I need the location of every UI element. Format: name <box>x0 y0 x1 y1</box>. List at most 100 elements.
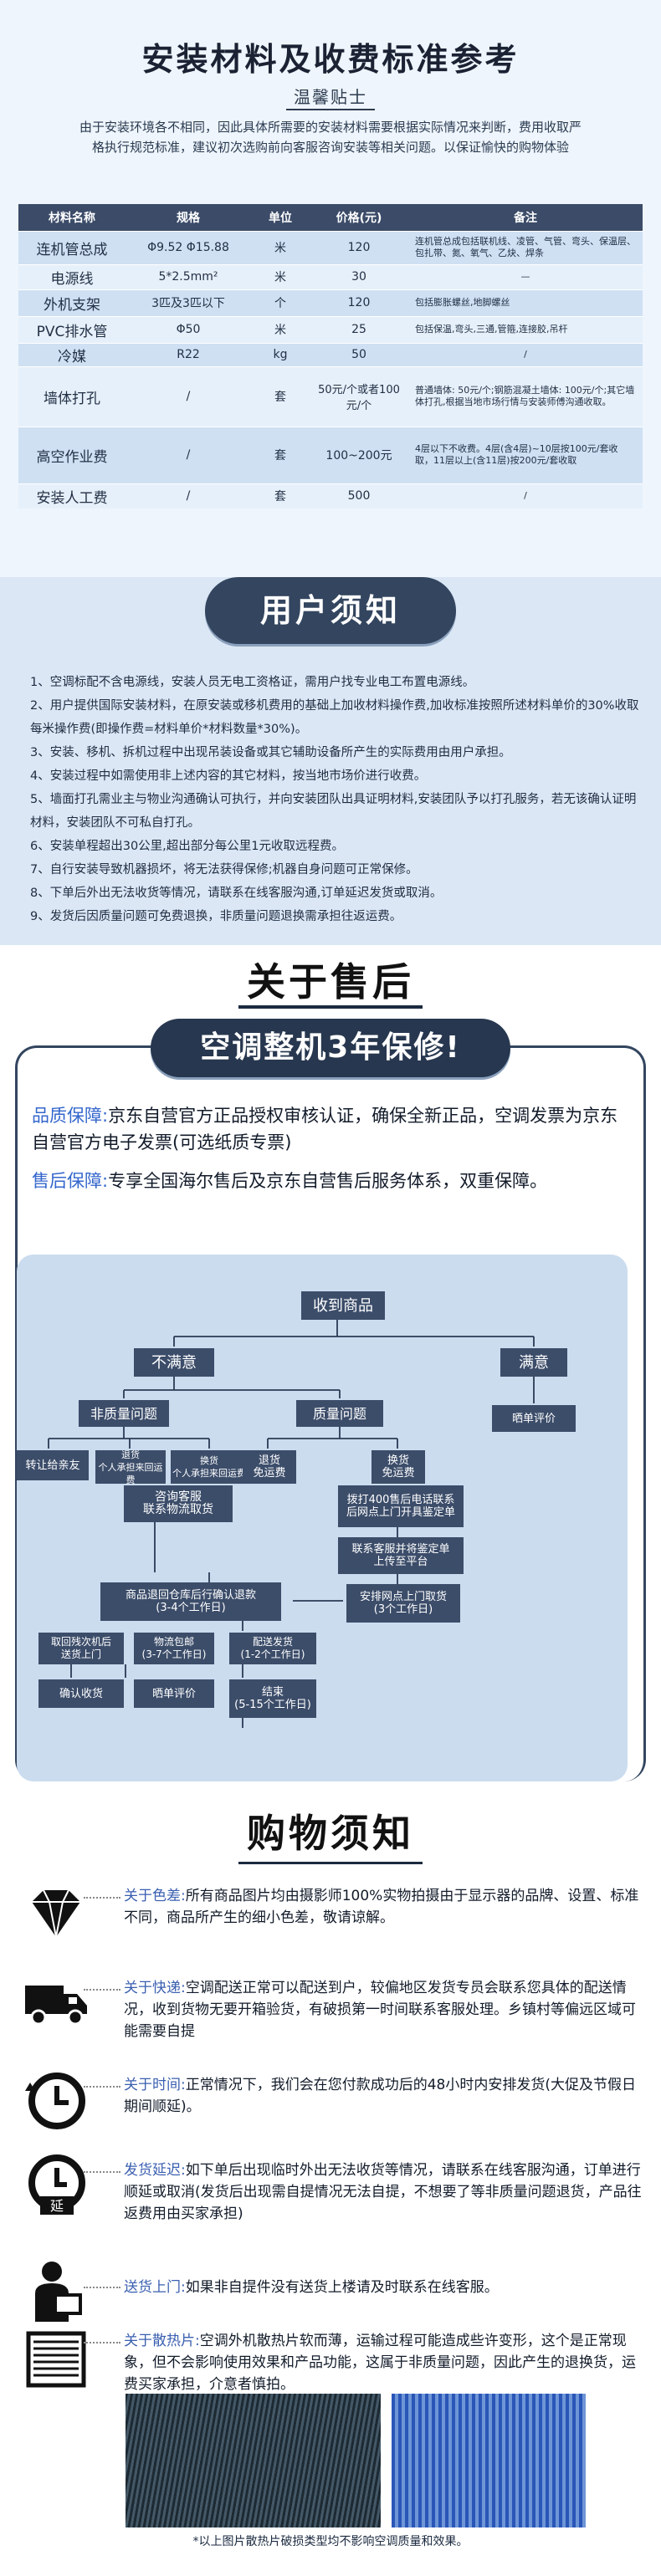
quality-guarantee: 品质保障:京东自营官方正品授权审核认证，确保全新正品，空调发票为京东自营官方电子… <box>32 1102 634 1156</box>
row-name: 冷媒 <box>18 342 126 366</box>
row-unit: 米 <box>251 230 310 264</box>
tip-text: 关于色差:所有商品图片均由摄影师100%实物拍摄由于显示器的品牌、设置、标准不同… <box>124 1885 643 1929</box>
photo-caption: *以上图片散热片破损类型均不影响空调质量和效果。 <box>192 2535 469 2548</box>
tip-dash <box>84 1989 120 1991</box>
row-name: 安装人工费 <box>18 483 126 509</box>
warranty-banner: 空调整机3年保修! <box>151 1019 510 1077</box>
tip-body: 如果非自提件没有送货上楼请及时联系在线客服。 <box>185 2279 499 2296</box>
user-notice-list: 1、空调标配不含电源线，安装人员无电工资格证，需用户找专业电工布置电源线。 2、… <box>30 671 639 928</box>
row-price: 120 <box>310 289 408 316</box>
flow-logistics: 物流包邮 (3-7个工作日) <box>134 1633 214 1664</box>
table-row: 外机支架 3匹及3匹以下 个 120 包括膨胀螺丝,地脚螺丝 <box>18 289 643 316</box>
tip-key: 关于散热片: <box>124 2333 200 2349</box>
flow-pickup: 安排网点上门取货 (3个工作日) <box>346 1584 460 1623</box>
row-unit: 个 <box>251 289 310 316</box>
flow-return-free: 退货 免运费 <box>243 1450 296 1484</box>
flow-upload: 联系客服并将鉴定单 上传至平台 <box>338 1537 464 1574</box>
row-note: 包括膨胀螺丝,地脚螺丝 <box>408 289 643 316</box>
row-name: 连机管总成 <box>18 230 126 264</box>
tip-dash <box>84 2171 120 2173</box>
list-item: 7、自行安装导致机器损坏，将无法获得保修;机器自身问题可正常保修。 <box>30 863 418 877</box>
flow-ship: 配送发货 (1-2个工作日) <box>229 1633 316 1664</box>
row-price: 50 <box>310 342 408 366</box>
list-item: 6、安装单程超出30公里,超出部分每公里1元收取远程费。 <box>30 840 345 853</box>
table-row: PVC排水管 Φ50 米 25 包括保温,弯头,三通,管箍,连接胶,吊杆 <box>18 315 643 343</box>
row-spec: Φ9.52 Φ15.88 <box>126 230 251 264</box>
row-note: 连机管总成包括联机线、凌管、气管、弯头、保温层、包扎带、氮、氧气、乙炔、焊条 <box>408 230 643 264</box>
truck-icon <box>22 1969 90 2037</box>
row-note: 普通墙体: 50元/个;钢筋混凝土墙体: 100元/个;其它墙体打孔,根据当地市… <box>408 365 643 427</box>
row-note: / <box>408 483 643 509</box>
row-unit: 套 <box>251 483 310 509</box>
flow-call400: 拨打400售后电话联系 后网点上门开具鉴定单 <box>338 1485 464 1527</box>
row-name: 墙体打孔 <box>18 365 126 427</box>
row-price: 50元/个或者100元/个 <box>310 365 408 427</box>
row-unit: 套 <box>251 426 310 483</box>
tip-dash <box>84 2287 120 2288</box>
row-spec: Φ50 <box>126 315 251 343</box>
row-spec: 5*2.5mm² <box>126 263 251 289</box>
flow-unsatisfied: 不满意 <box>134 1348 214 1377</box>
row-spec: / <box>126 365 251 427</box>
diamond-icon <box>22 1880 90 1949</box>
flow-satisfied: 满意 <box>500 1348 567 1377</box>
tip-text: 关于时间:正常情况下，我们会在您付款成功后的48小时内安排发货(大促及节假日期间… <box>124 2074 643 2118</box>
fee-intro: 由于安装环境各不相同，因此具体所需要的安装材料需要根据实际情况来判断，费用收取严… <box>79 120 582 155</box>
flow-consult: 咨询客服 联系物流取货 <box>124 1485 233 1522</box>
fee-title: 安装材料及收费标准参考 <box>141 41 520 78</box>
service-text: 专享全国海尔售后及京东自营售后服务体系，双重保障。 <box>108 1171 548 1191</box>
install-fee-section: 安装材料及收费标准参考 温馨贴士 由于安装环境各不相同，因此具体所需要的安装材料… <box>0 0 661 577</box>
tip-body: 空调外机散热片软而薄，运输过程可能造成些许变形，这个是正常现象，但不会影响使用效… <box>124 2333 636 2393</box>
flow-gift: 转让给亲友 <box>17 1450 89 1480</box>
flow-return-self: 退货 个人承担来回运费 <box>95 1449 166 1485</box>
fee-subtitle: 温馨贴士 <box>294 87 367 107</box>
list-item: 8、下单后外出无法收货等情况，请联系在线客服沟通,订单延迟发货或取消。 <box>30 887 443 900</box>
service-guarantee: 售后保障:专享全国海尔售后及京东自营售后服务体系，双重保障。 <box>32 1168 634 1194</box>
tip-key: 关于色差: <box>124 1888 186 1904</box>
row-note: 包括保温,弯头,三通,管箍,连接胶,吊杆 <box>408 315 643 343</box>
col-header-price: 价格(元) <box>310 204 408 231</box>
list-item: 9、发货后因质量问题可免费退换，非质量问题退换需承担往返运费。 <box>30 910 402 923</box>
table-row: 连机管总成 Φ9.52 Φ15.88 米 120 连机管总成包括联机线、凌管、气… <box>18 230 643 264</box>
row-name: PVC排水管 <box>18 315 126 343</box>
row-price: 500 <box>310 483 408 509</box>
flow-cancel-old: 取回残次机后 送货上门 <box>38 1633 124 1664</box>
table-row: 冷媒 R22 kg 50 / <box>18 342 643 366</box>
user-notice-title: 用户须知 <box>205 577 456 644</box>
user-notice-section: 用户须知 1、空调标配不含电源线，安装人员无电工资格证，需用户找专业电工布置电源… <box>0 577 661 945</box>
heat-sink-photo-left <box>126 2394 381 2527</box>
row-unit: kg <box>251 342 310 366</box>
after-sale-title: 关于售后 <box>247 959 414 1004</box>
table-row: 墙体打孔 / 套 50元/个或者100元/个 普通墙体: 50元/个;钢筋混凝土… <box>18 365 643 427</box>
flow-quality: 质量问题 <box>296 1400 383 1427</box>
row-note: / <box>408 342 643 366</box>
service-key: 售后保障: <box>32 1171 109 1191</box>
quality-key: 品质保障: <box>32 1106 109 1126</box>
tip-body: 正常情况下，我们会在您付款成功后的48小时内安排发货(大促及节假日期间顺延)。 <box>124 2077 636 2115</box>
row-spec: / <box>126 426 251 483</box>
tip-text: 发货延迟:如下单后出现临时外出无法收货等情况，请联系在线客服沟通，订单进行顺延或… <box>124 2159 643 2225</box>
col-header-spec: 规格 <box>126 204 251 231</box>
flow-exchange-self: 换货 个人承担来回运费 <box>171 1450 248 1484</box>
shopping-title: 购物须知 <box>247 1811 414 1856</box>
flow-non-quality: 非质量问题 <box>79 1400 169 1427</box>
tip-dash <box>84 2086 120 2088</box>
flow-done: 结束 (5-15个工作日) <box>229 1679 316 1718</box>
tip-body: 如下单后出现临时外出无法收货等情况，请联系在线客服沟通，订单进行顺延或取消(发货… <box>124 2162 642 2222</box>
tip-dash <box>84 2342 120 2343</box>
row-price: 30 <box>310 263 408 289</box>
tip-key: 送货上门: <box>124 2279 186 2296</box>
shopping-notice-section: 购物须知 关于色差:所有商品图片均由摄影师100%实物拍摄由于显示器的品牌、设置… <box>0 1781 661 2576</box>
row-price: 100~200元 <box>310 426 408 483</box>
table-row: 安装人工费 / 套 500 / <box>18 483 643 509</box>
flow-exchange-free: 换货 免运费 <box>371 1450 425 1484</box>
subtitle-underline <box>286 109 375 110</box>
tip-key: 关于时间: <box>124 2077 186 2093</box>
tip-text: 关于散热片:空调外机散热片软而薄，运输过程可能造成些许变形，这个是正常现象，但不… <box>124 2330 643 2395</box>
col-header-unit: 单位 <box>251 204 310 231</box>
title-underline <box>238 1005 423 1009</box>
svg-text:延: 延 <box>50 2198 64 2214</box>
tip-key: 关于快递: <box>124 1980 186 1996</box>
flow-review2: 晒单评价 <box>134 1679 214 1708</box>
